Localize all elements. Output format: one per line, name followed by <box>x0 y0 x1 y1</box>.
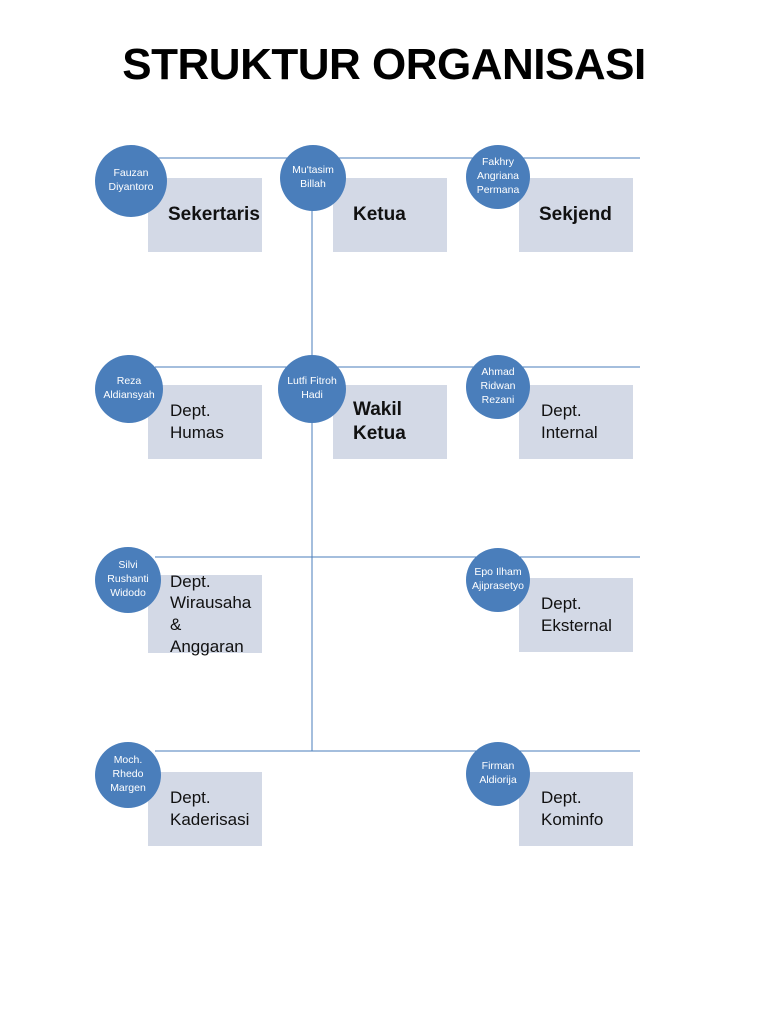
person-circle-dept-humas[interactable]: Reza Aldiansyah <box>95 355 163 423</box>
role-box-dept-wirausaha-anggaran[interactable]: Dept. Wirausaha & Anggaran <box>148 572 262 656</box>
role-box-wakil-ketua[interactable]: Wakil Ketua <box>333 385 447 459</box>
person-label-dept-wirausaha-anggaran: Silvi Rushanti Widodo <box>107 559 149 599</box>
role-label-dept-wirausaha-anggaran: Dept. Wirausaha & Anggaran <box>170 571 252 656</box>
role-box-dept-humas[interactable]: Dept. Humas <box>148 385 262 459</box>
page-title: STRUKTUR ORGANISASI <box>122 40 646 89</box>
person-label-sekjend: Fakhry Angriana Permana <box>476 156 520 196</box>
person-circle-wakil-ketua[interactable]: Lutfi Fitroh Hadi <box>278 355 346 423</box>
role-label-sekertaris: Sekertaris <box>168 203 260 225</box>
person-label-dept-internal: Ahmad Ridwan Rezani <box>480 366 516 406</box>
person-label-dept-humas: Reza Aldiansyah <box>103 375 155 401</box>
role-box-dept-kominfo[interactable]: Dept. Kominfo <box>519 772 633 846</box>
role-box-ketua[interactable]: Ketua <box>333 178 447 252</box>
role-box-sekjend[interactable]: Sekjend <box>519 178 633 252</box>
person-circle-sekertaris[interactable]: Fauzan Diyantoro <box>95 145 167 217</box>
role-label-dept-kaderisasi: Dept. Kaderisasi <box>170 788 250 829</box>
role-label-dept-kominfo: Dept. Kominfo <box>541 788 604 829</box>
person-label-dept-kominfo: Firman Aldiorija <box>479 760 517 786</box>
person-circle-sekjend[interactable]: Fakhry Angriana Permana <box>466 145 530 209</box>
role-label-dept-humas: Dept. Humas <box>170 401 224 442</box>
role-box-dept-internal[interactable]: Dept. Internal <box>519 385 633 459</box>
person-circle-dept-internal[interactable]: Ahmad Ridwan Rezani <box>466 355 530 419</box>
person-circle-dept-kaderisasi[interactable]: Moch. Rhedo Margen <box>95 742 161 808</box>
person-label-wakil-ketua: Lutfi Fitroh Hadi <box>287 375 337 401</box>
person-label-dept-kaderisasi: Moch. Rhedo Margen <box>110 754 146 794</box>
role-box-dept-eksternal[interactable]: Dept. Eksternal <box>519 578 633 652</box>
role-label-dept-eksternal: Dept. Eksternal <box>541 594 612 635</box>
person-circle-dept-eksternal[interactable]: Epo Ilham Ajiprasetyo <box>466 548 530 612</box>
role-box-dept-kaderisasi[interactable]: Dept. Kaderisasi <box>148 772 262 846</box>
role-label-dept-internal: Dept. Internal <box>541 401 598 442</box>
person-circle-ketua[interactable]: Mu'tasim Billah <box>280 145 346 211</box>
role-label-ketua: Ketua <box>353 203 406 225</box>
person-label-dept-eksternal: Epo Ilham Ajiprasetyo <box>472 566 524 592</box>
person-circle-dept-wirausaha-anggaran[interactable]: Silvi Rushanti Widodo <box>95 547 161 613</box>
role-box-sekertaris[interactable]: Sekertaris <box>148 178 262 252</box>
role-label-wakil-ketua: Wakil Ketua <box>353 398 406 444</box>
role-label-sekjend: Sekjend <box>539 203 612 225</box>
person-label-sekertaris: Fauzan Diyantoro <box>108 167 154 193</box>
person-circle-dept-kominfo[interactable]: Firman Aldiorija <box>466 742 530 806</box>
person-label-ketua: Mu'tasim Billah <box>292 164 334 190</box>
